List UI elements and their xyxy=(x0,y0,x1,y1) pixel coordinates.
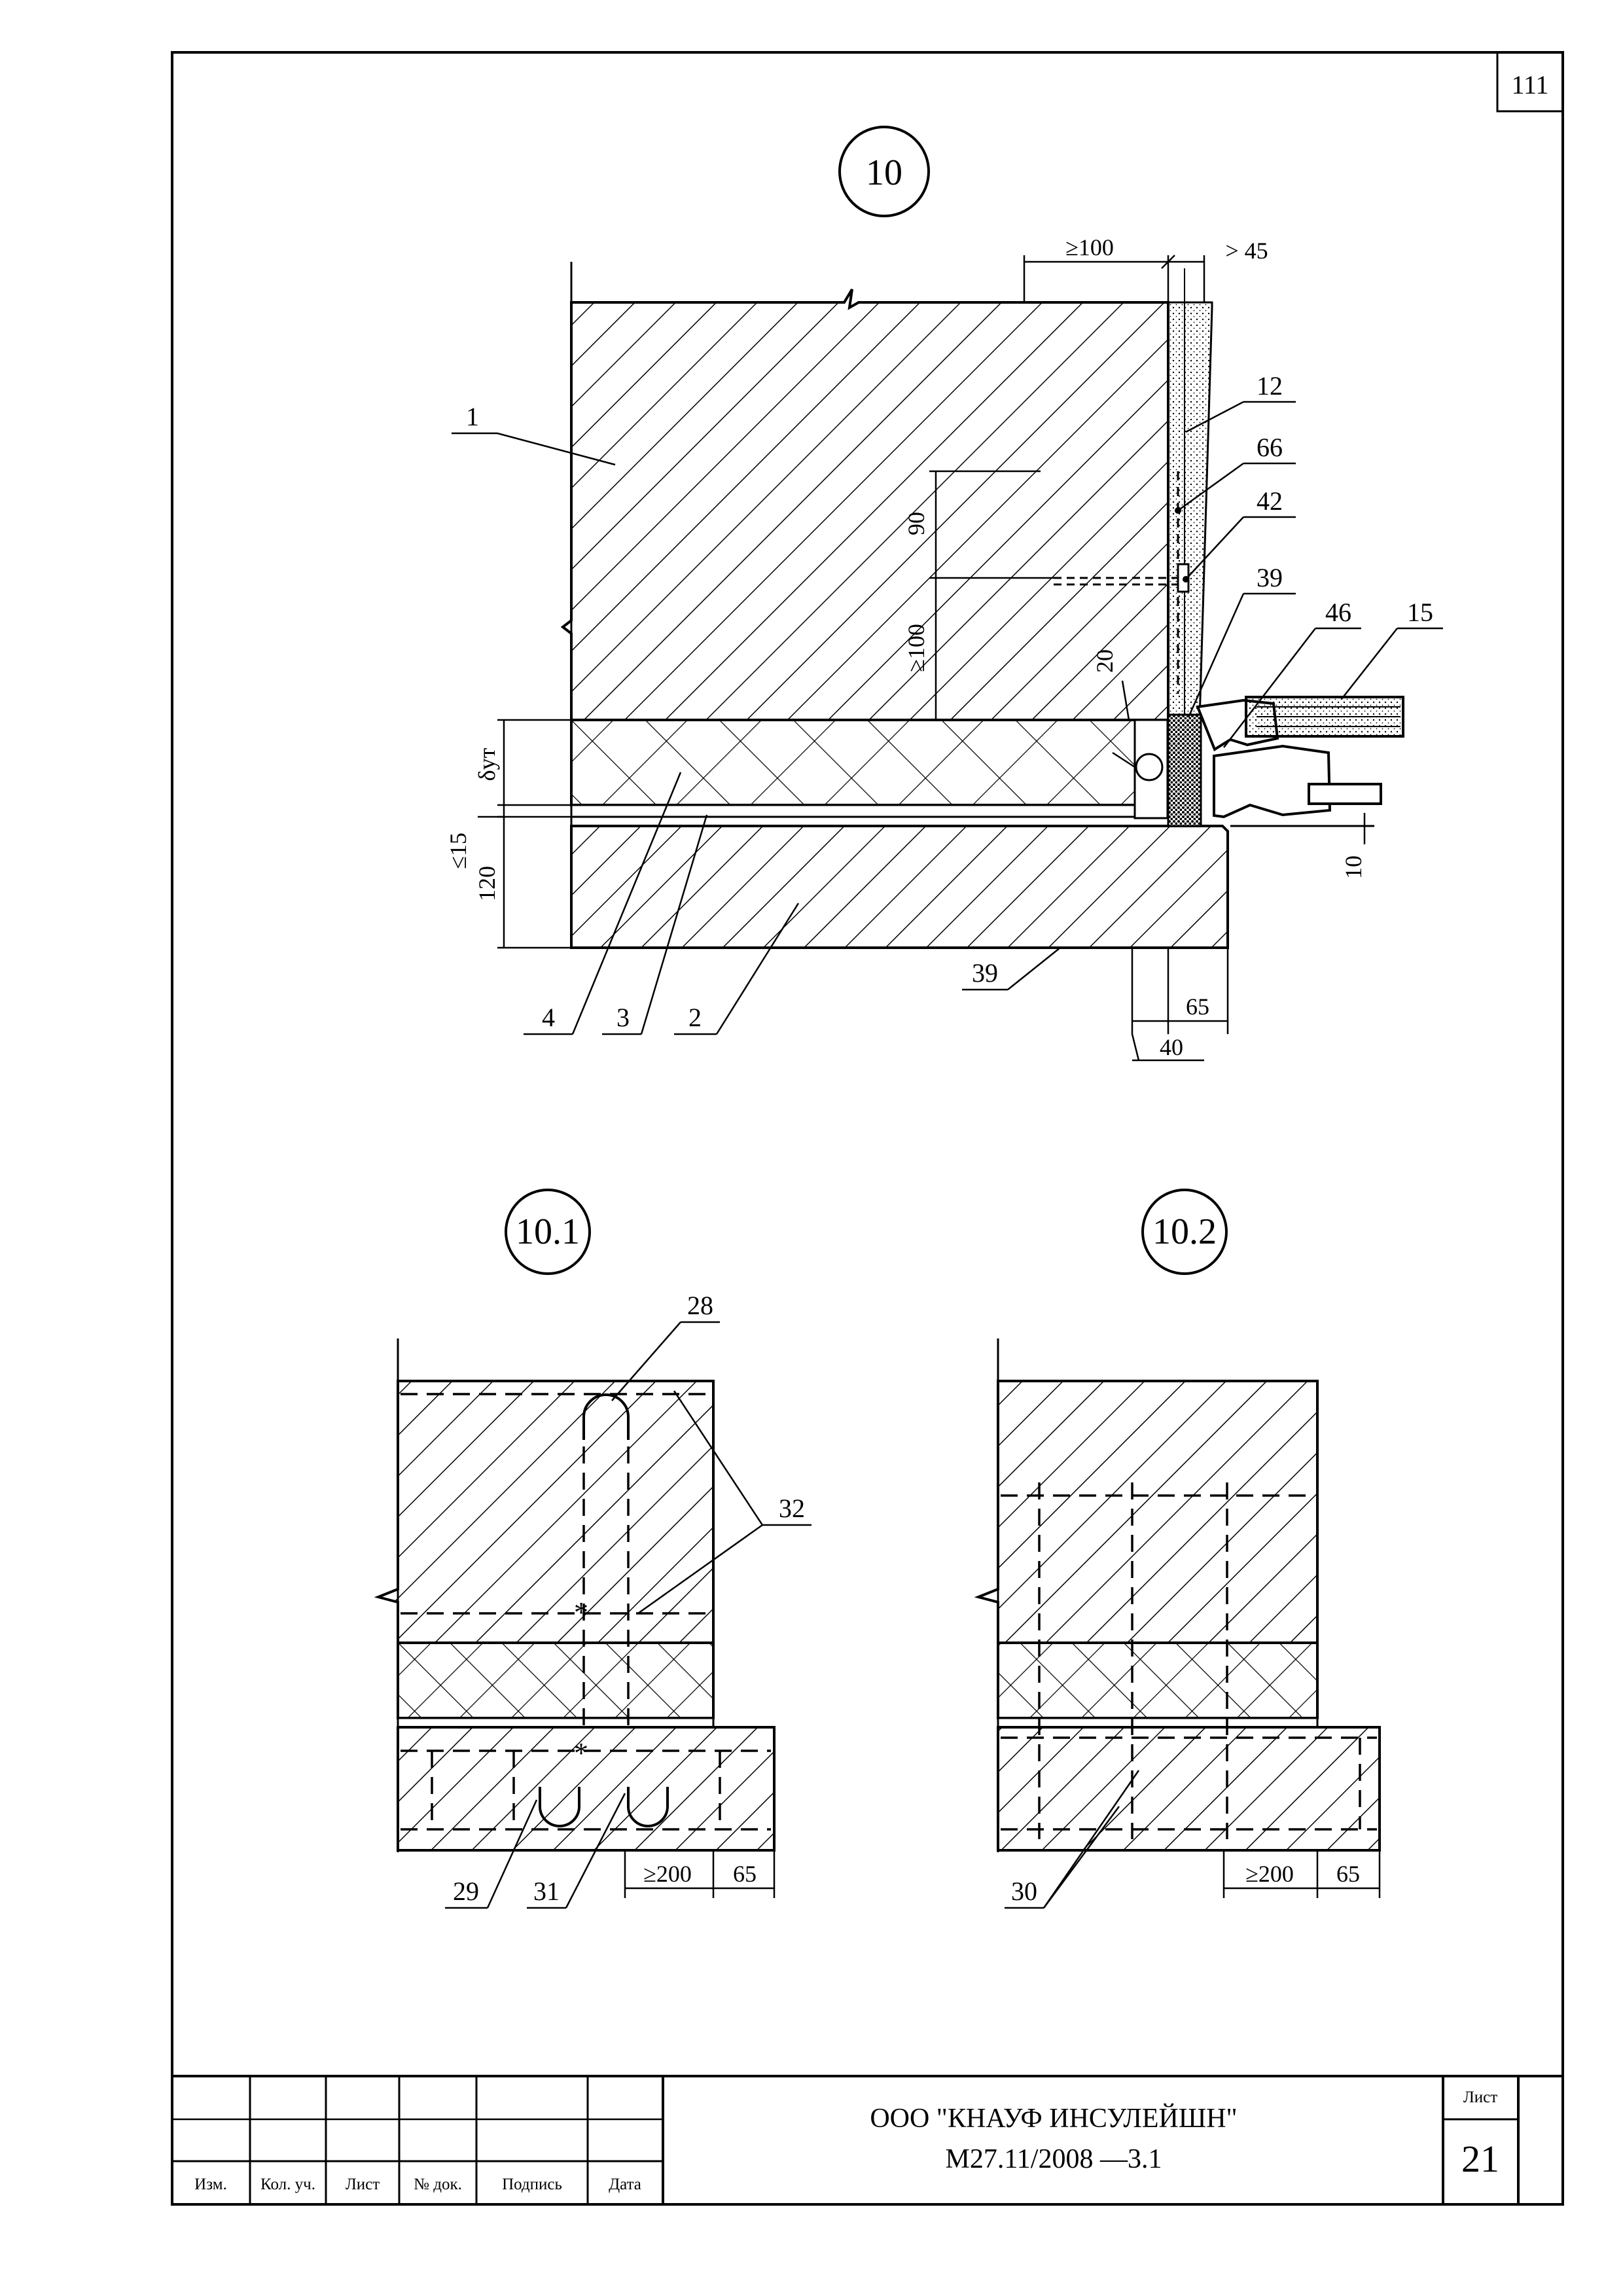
detail-10-2-leaders xyxy=(1005,1770,1381,1909)
floor-slab xyxy=(570,825,1229,949)
insulation-layer xyxy=(570,719,1142,806)
detail-10-1-marker: 10.1 xyxy=(516,1211,580,1252)
weld-mark-lower: * xyxy=(574,1737,588,1769)
dim-15: ≤15 xyxy=(445,833,471,869)
loops-10-1 xyxy=(539,1393,669,1827)
dim-200-10-1: ≥200 xyxy=(643,1861,692,1887)
tb-sheet-label: Лист xyxy=(1463,2089,1497,2106)
sealant-block xyxy=(1167,713,1202,827)
reinforcement-10-1 xyxy=(401,1393,771,1831)
dim-top-gap: ≥100 xyxy=(1065,234,1114,260)
callout-66: 66 xyxy=(1257,433,1283,462)
dim-65-10-2: 65 xyxy=(1336,1861,1360,1887)
tb-company: ООО "КНАУФ ИНСУЛЕЙШН" xyxy=(870,2104,1237,2134)
wall-10-2 xyxy=(974,1380,1319,1644)
callout-39-top: 39 xyxy=(1257,563,1283,592)
detail-10-2: 10.2 30 ≥200 65 xyxy=(974,1189,1381,1909)
insulation-10-1 xyxy=(397,1641,715,1719)
mortar-10-1 xyxy=(397,1717,715,1729)
callout-1: 1 xyxy=(466,402,479,431)
detail-10-marker-circle xyxy=(838,126,930,217)
detail-10-2-marker: 10.2 xyxy=(1152,1211,1217,1252)
tb-header-podpis: Подпись xyxy=(502,2176,562,2193)
callout-2: 2 xyxy=(688,1003,702,1032)
dim-65-10-1: 65 xyxy=(733,1861,757,1887)
callout-31: 31 xyxy=(533,1876,560,1906)
window-profile xyxy=(1196,696,1404,819)
mortar-10-2 xyxy=(997,1717,1319,1729)
detail-10-leaders xyxy=(452,401,1443,1035)
wall-10-1 xyxy=(374,1380,715,1644)
dim-10: 10 xyxy=(1340,855,1366,879)
dim-120: 120 xyxy=(474,866,500,901)
sheet-frame xyxy=(171,51,1564,2206)
dim-65: 65 xyxy=(1186,994,1209,1020)
insulation-10-2 xyxy=(997,1641,1319,1719)
title-block xyxy=(172,2075,1563,2204)
dim-90: 90 xyxy=(903,512,929,535)
callout-42: 42 xyxy=(1257,486,1283,516)
leader-dots xyxy=(1175,507,1189,583)
seal-cord-icon xyxy=(1135,753,1164,781)
dim-40: 40 xyxy=(1160,1034,1183,1060)
tb-sheet-number: 21 xyxy=(1461,2138,1499,2180)
detail-10-marker: 10 xyxy=(866,152,902,193)
dim-top-frame: > 45 xyxy=(1225,238,1268,264)
callout-30: 30 xyxy=(1011,1876,1037,1906)
masonry-wall xyxy=(560,288,1169,721)
tb-header-kol-uch: Кол. уч. xyxy=(260,2176,315,2193)
mortar-layer xyxy=(570,804,1142,818)
dim-200-10-2: ≥200 xyxy=(1245,1861,1294,1887)
callout-32: 32 xyxy=(779,1494,805,1523)
tb-header-izm: Изм. xyxy=(194,2176,227,2193)
dim-100-vertical: ≥100 xyxy=(903,624,929,672)
tb-doc-code: М27.11/2008 —3.1 xyxy=(946,2144,1162,2174)
tb-header-nom-dok: № док. xyxy=(414,2176,462,2193)
weld-mark-upper: * xyxy=(574,1596,588,1628)
callout-39-bottom: 39 xyxy=(972,958,998,988)
page-number: 111 xyxy=(1511,70,1548,99)
slab-10-2 xyxy=(997,1726,1381,1852)
dim-d-ut: δут xyxy=(474,747,500,781)
detail-10-dimensions xyxy=(478,255,1366,1062)
callout-46: 46 xyxy=(1325,598,1351,627)
callout-12: 12 xyxy=(1257,371,1283,401)
detail-10-1: 10.1 * * xyxy=(374,1189,812,1909)
callout-29: 29 xyxy=(453,1876,479,1906)
detail-10: 10 xyxy=(445,126,1443,1062)
detail-10-1-leaders xyxy=(445,1321,812,1909)
dim-20: 20 xyxy=(1092,649,1118,673)
detail-10-1-marker-circle xyxy=(505,1189,591,1275)
callout-15: 15 xyxy=(1407,598,1433,627)
tb-header-list: Лист xyxy=(346,2176,380,2193)
detail-10-2-marker-circle xyxy=(1141,1189,1228,1275)
tb-header-data: Дата xyxy=(609,2176,641,2193)
callout-4: 4 xyxy=(542,1003,555,1032)
facade-render-layer xyxy=(1167,301,1213,721)
callout-3: 3 xyxy=(616,1003,630,1032)
callout-28: 28 xyxy=(687,1291,713,1320)
